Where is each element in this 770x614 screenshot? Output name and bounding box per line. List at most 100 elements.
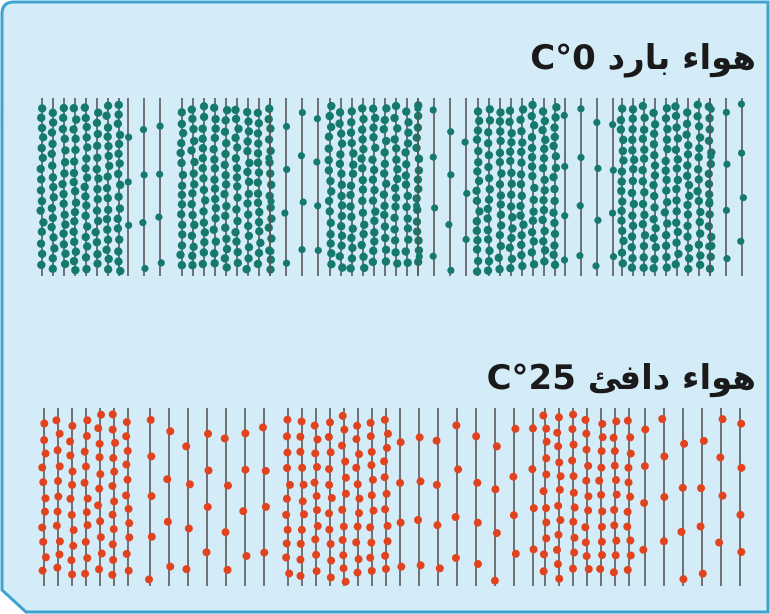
cold-molecule (517, 250, 526, 260)
cold-molecule (59, 229, 68, 238)
cold-molecule (176, 148, 185, 158)
warm-molecule (367, 461, 376, 470)
cold-molecule (47, 149, 56, 159)
cold-molecule (178, 220, 187, 230)
cold-molecule (529, 237, 539, 246)
cold-molecule (495, 265, 504, 274)
cold-molecule (737, 100, 746, 108)
cold-molecule (327, 260, 336, 269)
cold-molecule (325, 111, 334, 121)
warm-molecule (108, 570, 117, 579)
cold-molecule (59, 199, 68, 208)
cold-molecule (506, 156, 515, 166)
cold-molecule (552, 103, 561, 112)
warm-molecule (553, 560, 562, 569)
cold-molecule (125, 221, 133, 229)
cold-molecule (36, 206, 45, 215)
cold-molecule (693, 100, 702, 110)
warm-molecule (584, 461, 593, 470)
cold-molecule (483, 235, 493, 244)
cold-molecule (368, 104, 378, 113)
warm-molecule (41, 449, 50, 458)
cold-molecule (115, 204, 125, 213)
cold-molecule (242, 265, 251, 274)
cold-molecule (59, 240, 69, 249)
cold-molecule (59, 103, 69, 113)
cold-molecule (672, 123, 681, 132)
cold-molecule (516, 170, 526, 179)
cold-molecule (347, 118, 356, 127)
warm-molecule (381, 551, 390, 560)
warm-molecule (736, 510, 745, 519)
cold-molecule (103, 225, 112, 234)
cold-molecule (527, 248, 537, 257)
cold-molecule (198, 154, 208, 163)
cold-molecule (102, 245, 111, 255)
cold-molecule (83, 222, 92, 231)
cold-molecule (527, 111, 536, 121)
warm-molecule (529, 545, 538, 554)
cold-molecule (403, 139, 413, 148)
warm-molecule (737, 419, 746, 428)
cold-molecule (380, 201, 389, 211)
cold-molecule (638, 134, 648, 144)
warm-molecule (568, 425, 577, 434)
cold-molecule (243, 147, 252, 156)
warm-molecule (542, 437, 551, 446)
cold-molecule (349, 160, 358, 169)
warm-molecule (383, 429, 392, 438)
cold-molecule (267, 180, 276, 189)
cold-molecule (81, 164, 90, 173)
cold-molecule (220, 160, 229, 170)
cold-molecule (177, 241, 187, 250)
cold-molecule (671, 260, 680, 269)
warm-molecule (509, 511, 518, 520)
warm-molecule (296, 447, 305, 456)
warm-molecule (366, 553, 375, 562)
cold-molecule (391, 193, 401, 202)
cold-molecule (649, 191, 659, 201)
cold-molecule (82, 154, 91, 163)
warm-molecule (83, 554, 92, 563)
warm-molecule (82, 431, 91, 440)
warm-molecule (109, 525, 118, 534)
cold-molecule (61, 146, 70, 155)
cold-molecule (693, 165, 703, 174)
cold-molecule (639, 253, 648, 262)
cold-molecule (661, 114, 671, 123)
cold-molecule (198, 259, 208, 269)
cold-molecule (649, 140, 659, 149)
cold-molecule (36, 164, 45, 174)
warm-molecule (312, 492, 321, 501)
cold-molecule (93, 153, 102, 162)
cold-molecule (359, 229, 368, 239)
cold-molecule (115, 235, 124, 244)
warm-molecule (697, 484, 706, 493)
cold-molecule (48, 161, 57, 170)
cold-molecule (245, 158, 254, 168)
cold-molecule (177, 190, 187, 200)
warm-molecule (452, 421, 461, 430)
warm-molecule (679, 575, 688, 584)
cold-molecule (517, 231, 526, 240)
cold-molecule (337, 129, 346, 138)
cold-molecule (705, 242, 713, 251)
cold-molecule (474, 116, 484, 126)
cold-molecule (347, 233, 356, 243)
cold-molecule (347, 212, 356, 222)
cold-molecule (369, 123, 378, 132)
warm-molecule (623, 416, 632, 425)
warm-molecule (299, 480, 308, 489)
cold-molecule (592, 262, 600, 270)
cold-molecule (616, 115, 626, 125)
cold-molecule (256, 238, 265, 248)
warm-molecule (40, 436, 49, 445)
cold-molecule (156, 170, 164, 178)
cold-molecule (139, 125, 148, 134)
warm-molecule (339, 522, 348, 531)
cold-molecule (627, 243, 636, 252)
warm-molecule (54, 477, 63, 486)
cold-molecule (539, 195, 548, 205)
warm-molecule (39, 478, 48, 487)
cold-molecule (473, 256, 483, 266)
